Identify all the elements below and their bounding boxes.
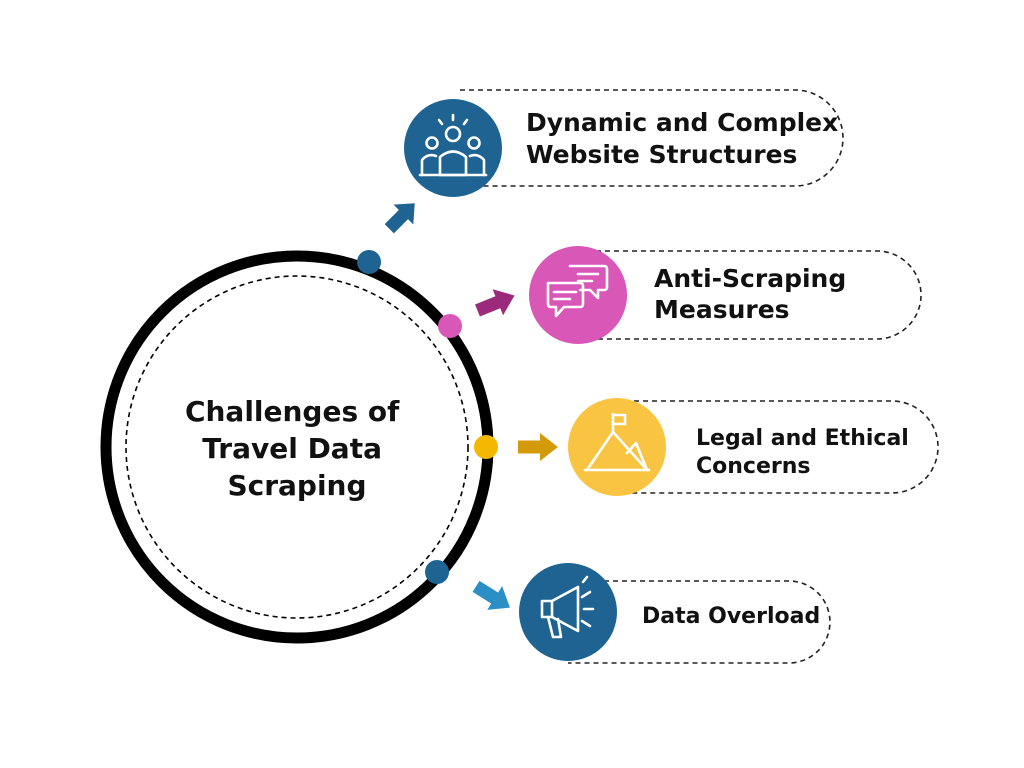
item-2-label-line-2: Measures [654,295,790,324]
arrow-4 [472,580,510,610]
center-title-line-2: Travel Data [202,432,382,465]
icon-circle-1 [404,99,502,197]
icon-circle-2 [529,246,627,344]
arrow-1 [384,203,415,234]
megaphone-icon [540,575,595,639]
arrow-3 [518,433,558,461]
inner-dashed-ring [125,275,469,619]
ring-dot-2 [438,314,462,338]
item-4-label: Data Overload [642,604,820,629]
challenge-item-anti-scraping: Anti-Scraping Measures [438,246,922,344]
center-title-line-3: Scraping [227,469,366,502]
ring-dot-1 [357,250,381,274]
center-title: Challenges of Travel Data Scraping [185,395,409,502]
team-people-icon [418,113,488,177]
ring-dot-3 [474,435,498,459]
item-3-label-line-2: Concerns [696,454,811,479]
icon-circle-4 [519,563,617,661]
item-2-label-line-1: Anti-Scraping [654,264,846,293]
arrow-2 [475,289,515,317]
item-3-label-line-1: Legal and Ethical [696,426,909,451]
item-3-label: Legal and Ethical Concerns [696,426,917,479]
pill-outline [460,89,844,187]
challenge-item-legal-ethical: Legal and Ethical Concerns [474,398,939,496]
item-4-label-line-1: Data Overload [642,604,820,629]
item-1-label-line-1: Dynamic and Complex [526,108,838,137]
ring-dot-4 [425,560,449,584]
challenge-item-dynamic-structures: Dynamic and Complex Website Structures [357,89,847,274]
chat-bubbles-icon [546,264,609,318]
pill-outline [568,580,831,664]
icon-circle-3 [568,398,666,496]
item-1-label-line-2: Website Structures [526,140,797,169]
item-2-label: Anti-Scraping Measures [654,264,855,324]
item-1-label: Dynamic and Complex Website Structures [526,108,847,169]
pill-outline [616,400,939,494]
mountain-flag-icon [583,412,651,472]
center-title-line-1: Challenges of [185,395,400,428]
challenge-item-data-overload: Data Overload [425,560,831,664]
